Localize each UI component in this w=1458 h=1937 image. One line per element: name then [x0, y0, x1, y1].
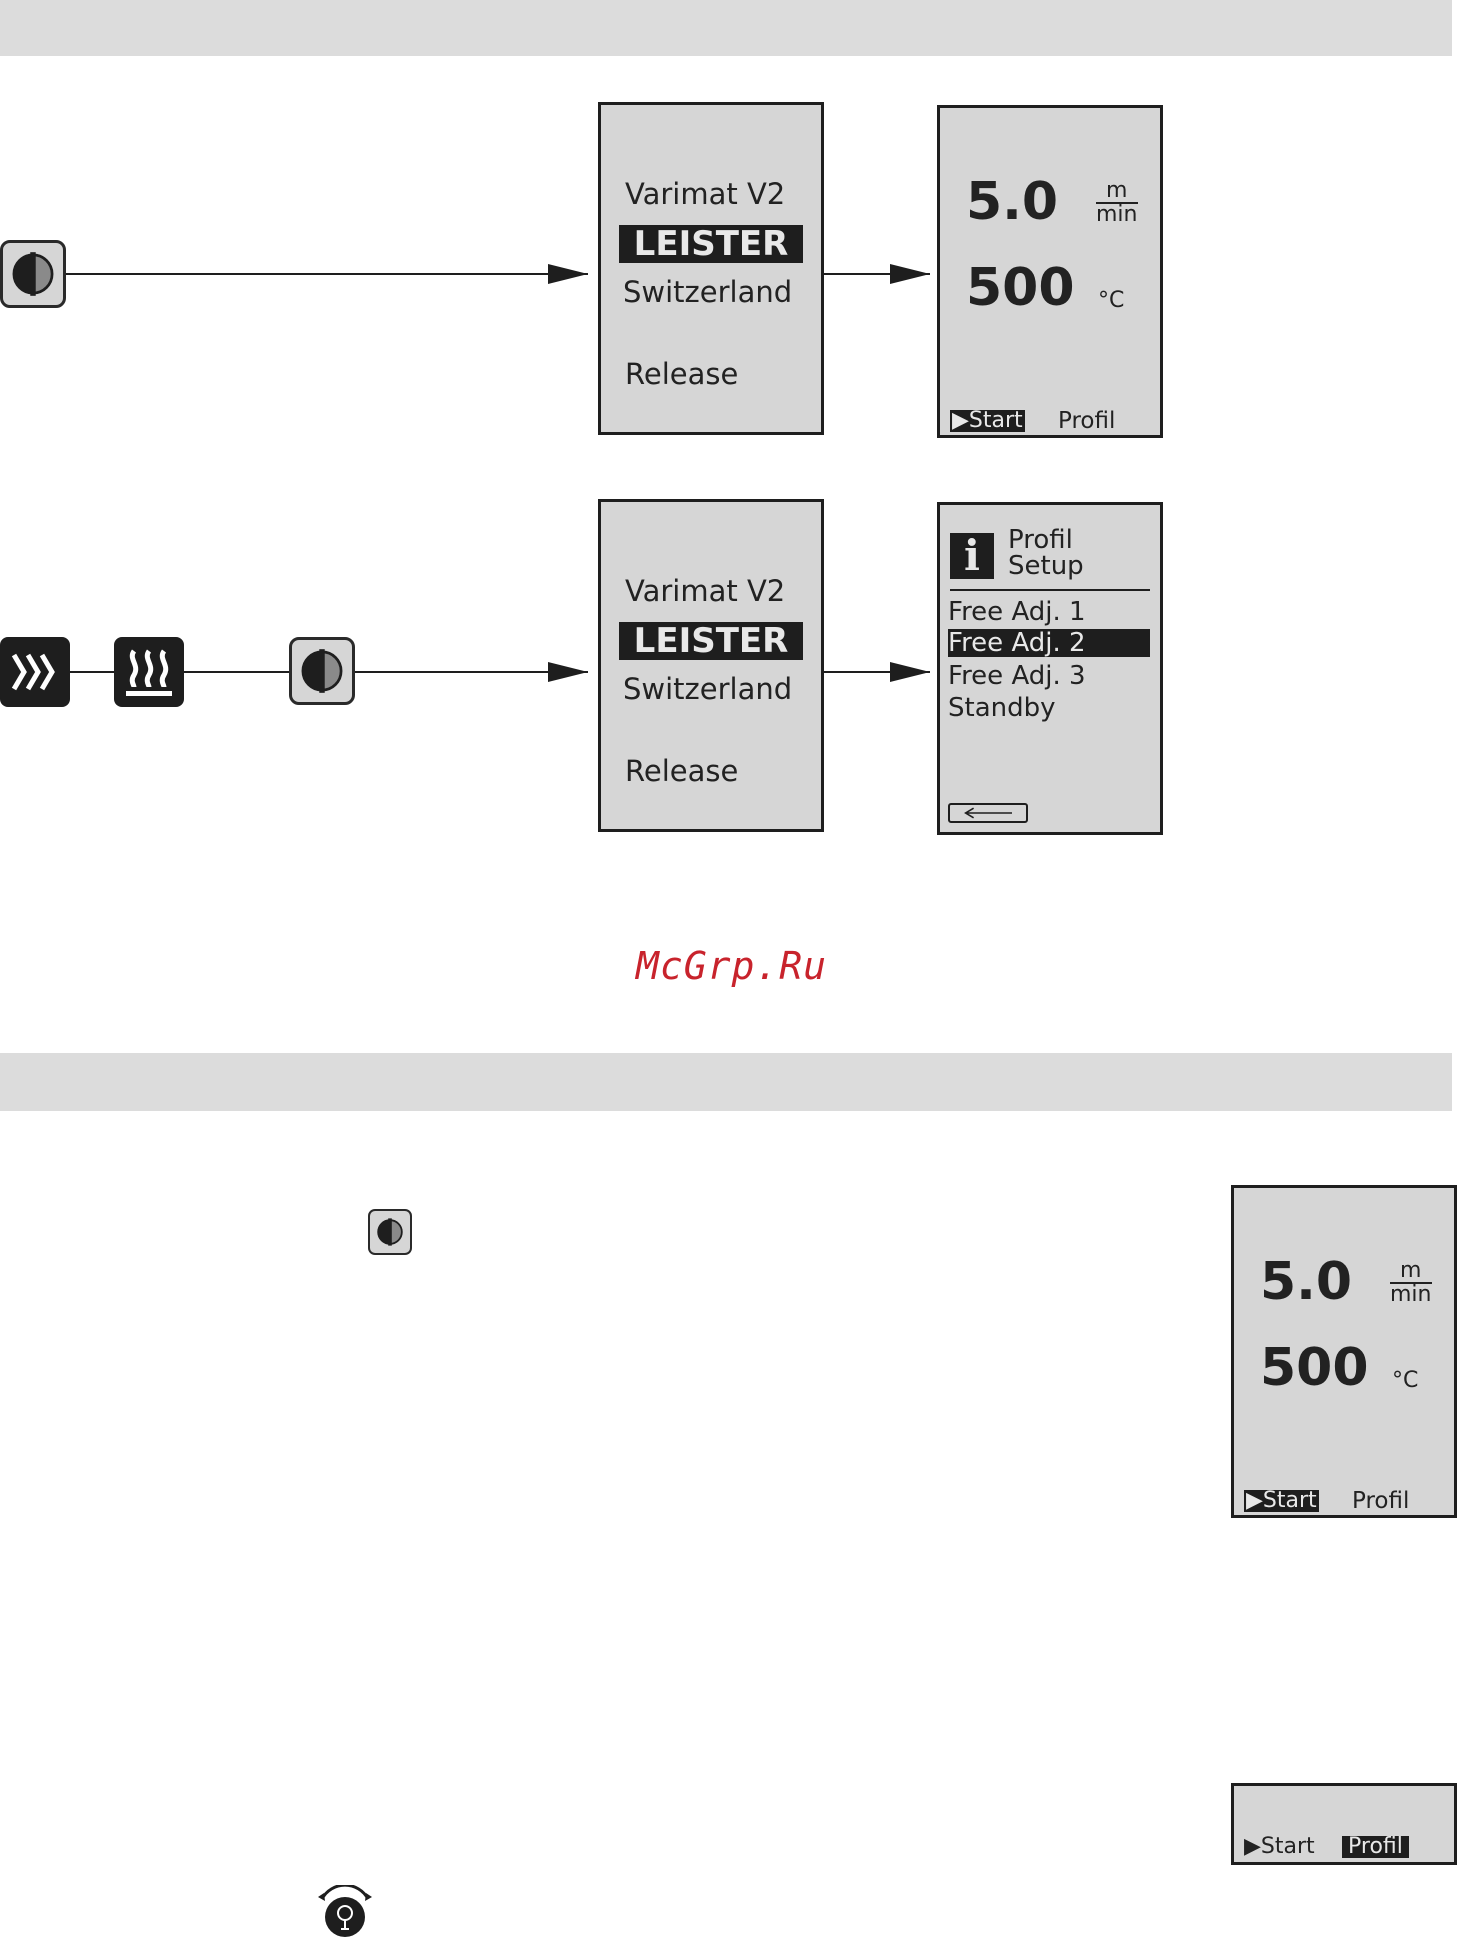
speed-unit: m min [1390, 1260, 1432, 1306]
temp-unit: °C [1392, 1368, 1418, 1393]
heat-key[interactable] [114, 637, 184, 707]
release-label: Release [625, 754, 738, 788]
arrow-right-icon [890, 264, 930, 284]
arrow-right-icon [548, 264, 588, 284]
brand-label: LEISTER [619, 622, 803, 660]
menu-item-free-adj-2[interactable]: Free Adj. 2 [948, 629, 1150, 657]
profil-setup-title-line1: Profil [1008, 527, 1073, 553]
inline-knob-icon [368, 1209, 412, 1255]
connector-line [66, 273, 588, 275]
boot-screen-1: Varimat V2 LEISTER Switzerland Release [598, 102, 824, 435]
speed-value: 5.0 [1260, 1252, 1352, 1312]
menu-item-standby[interactable]: Standby [948, 693, 1056, 723]
country-label: Switzerland [623, 275, 792, 309]
profil-setup-screen: i Profil Setup Free Adj. 1 Free Adj. 2 F… [937, 502, 1163, 835]
temp-unit: °C [1098, 288, 1124, 313]
rotary-knob-icon [316, 1885, 374, 1937]
main-screen-2: 5.0 m min 500 °C ▶Start Profil [1231, 1185, 1457, 1518]
boot-screen-2: Varimat V2 LEISTER Switzerland Release [598, 499, 824, 832]
model-label: Varimat V2 [625, 177, 785, 211]
watermark: McGrp.Ru [636, 944, 827, 988]
header-band-bottom [0, 1053, 1452, 1111]
model-label: Varimat V2 [625, 574, 785, 608]
main-switch-knob[interactable] [0, 240, 66, 308]
softkey-strip-screen: ▶Start Profil [1231, 1783, 1457, 1865]
knob-icon [3, 243, 63, 305]
profil-setup-title-line2: Setup [1008, 553, 1084, 579]
country-label: Switzerland [623, 672, 792, 706]
menu-item-free-adj-1[interactable]: Free Adj. 1 [948, 597, 1086, 627]
start-softkey[interactable]: ▶Start [1244, 1836, 1315, 1858]
main-screen-1: 5.0 m min 500 °C ▶Start Profil [937, 105, 1163, 438]
info-icon: i [950, 533, 994, 579]
knob-icon [292, 640, 352, 702]
speed-unit: m min [1096, 180, 1138, 226]
release-label: Release [625, 357, 738, 391]
knob-icon [370, 1211, 410, 1253]
menu-item-free-adj-3[interactable]: Free Adj. 3 [948, 661, 1086, 691]
speed-key[interactable] [0, 637, 70, 707]
main-switch-knob[interactable] [289, 637, 355, 705]
temp-value: 500 [1260, 1338, 1369, 1398]
header-band-top [0, 0, 1452, 56]
speed-value: 5.0 [966, 172, 1058, 232]
connector-line [70, 671, 114, 673]
title-divider [950, 589, 1150, 591]
profil-softkey[interactable]: Profil [1058, 408, 1115, 434]
profil-softkey[interactable]: Profil [1342, 1836, 1409, 1858]
profil-softkey[interactable]: Profil [1352, 1488, 1409, 1514]
speed-chevrons-icon [0, 637, 70, 707]
brand-label: LEISTER [619, 225, 803, 263]
start-softkey[interactable]: ▶Start [1244, 1490, 1319, 1512]
heat-waves-icon [114, 637, 184, 707]
back-icon[interactable] [948, 803, 1028, 823]
arrow-right-icon [890, 662, 930, 682]
connector-line [184, 671, 290, 673]
start-softkey[interactable]: ▶Start [950, 410, 1025, 432]
arrow-right-icon [548, 662, 588, 682]
temp-value: 500 [966, 258, 1075, 318]
